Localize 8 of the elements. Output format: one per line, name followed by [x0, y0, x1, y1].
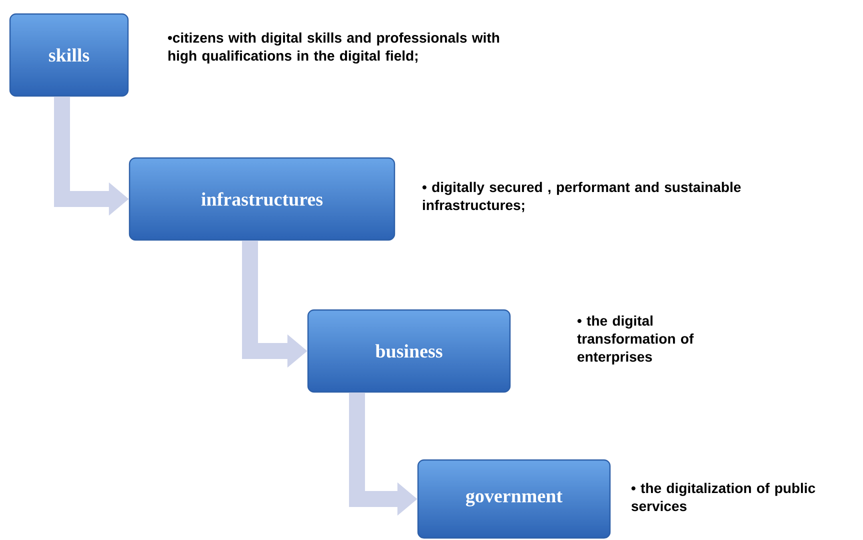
- bullet-text: • the digital transformation of enterprises: [577, 315, 694, 365]
- process-box: skills: [9, 13, 129, 97]
- bullet-text: • the digitalization of public services: [631, 482, 816, 512]
- process-box: business: [307, 309, 511, 393]
- bullet-text: •citizens with digital skills and professionals with high qualifications in the digital field;: [168, 32, 500, 64]
- process-box: government: [417, 459, 611, 539]
- bullet-text: • digitally secured , performant and sustainable infrastructures;: [422, 182, 741, 212]
- process-box: infrastructures: [128, 157, 396, 241]
